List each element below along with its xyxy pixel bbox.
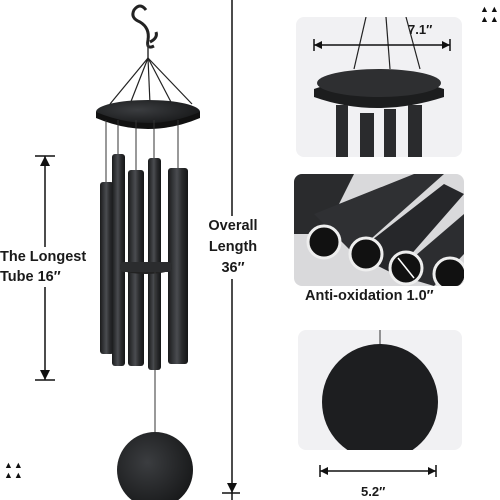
sail-panel <box>298 330 462 450</box>
top-cap-panel <box>296 17 462 157</box>
overall-length-line2: Length <box>208 239 258 255</box>
triangle-marker-icon: ▲▲▲▲ <box>4 460 24 480</box>
dimension-arrow-icon <box>319 465 437 477</box>
tube-ends-illustration <box>294 174 464 286</box>
overall-length-line3: 36″ <box>221 260 245 276</box>
tube-closeup-panel <box>294 174 464 286</box>
wind-chime-illustration <box>35 0 240 500</box>
anti-oxidation-label: Anti-oxidation 1.0″ <box>305 288 434 304</box>
triangle-marker-icon: ▲▲▲▲ <box>480 4 500 24</box>
overall-length-line1: Overall <box>208 218 258 234</box>
top-diameter-label: 7.1″ <box>408 22 433 37</box>
sail-illustration <box>322 330 438 450</box>
longest-tube-label: The Longest Tube 16″ <box>0 247 90 287</box>
overall-length-label: Overall Length 36″ <box>204 216 262 279</box>
dimension-arrow-icon <box>313 39 451 51</box>
top-cap-illustration <box>314 17 444 157</box>
longest-tube-line1: The Longest <box>0 249 87 265</box>
longest-tube-line2: Tube 16″ <box>0 269 61 285</box>
sail-diameter-label: 5.2″ <box>361 484 386 499</box>
